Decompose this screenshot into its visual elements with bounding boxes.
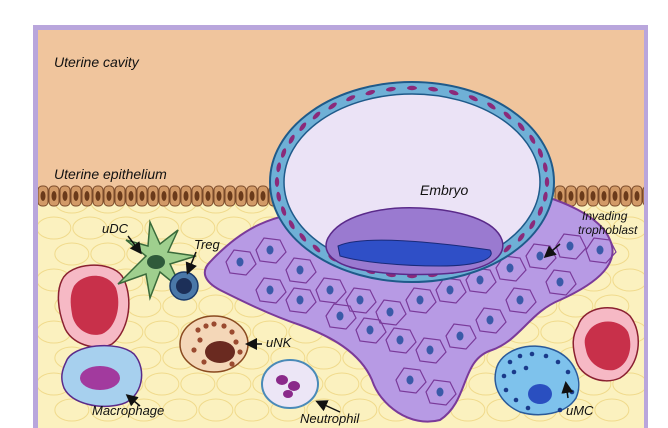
umc-nucleus	[528, 384, 552, 404]
umc-label: uMC	[566, 404, 593, 417]
unk-nucleus	[205, 341, 235, 363]
unk-label: uNK	[266, 336, 291, 349]
treg-label: Treg	[194, 238, 220, 251]
red-cell-left	[58, 265, 128, 347]
udc-nucleus	[147, 255, 165, 269]
embryo-label: Embryo	[420, 183, 468, 197]
neutrophil-label: Neutrophil	[300, 412, 359, 425]
macrophage-nucleus	[80, 366, 120, 390]
treg-nucleus	[176, 278, 192, 294]
uterine-cavity-label: Uterine cavity	[54, 55, 139, 69]
red-cell-right	[573, 308, 638, 381]
uterine-epithelium-label: Uterine epithelium	[54, 167, 167, 181]
invading-trophoblast-label-line2: trophoblast	[578, 224, 637, 236]
udc-label: uDC	[102, 222, 128, 235]
invading-trophoblast-label-line1: Invading	[582, 210, 627, 222]
macrophage-label: Macrophage	[92, 404, 164, 417]
